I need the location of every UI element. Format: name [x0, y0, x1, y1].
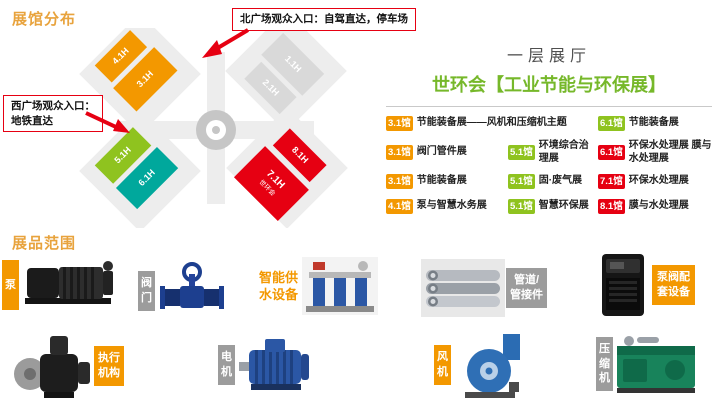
- hall-badge: 7.1馆: [598, 173, 625, 190]
- hall-badge: 6.1馆: [598, 144, 625, 161]
- hall-group-se: 7.1H 世环会 8.1H: [233, 128, 327, 222]
- north-entrance-callout: 北广场观众入口：自驾直达，停车场: [232, 8, 416, 31]
- venue-map: 4.1H 3.1H 2.1H 1.1H 5.1H 6.1H 7.1H 世环会: [79, 28, 348, 228]
- legend-label: 阀门管件展: [416, 146, 467, 158]
- hall-group-sw: 5.1H 6.1H: [94, 127, 179, 210]
- product-label: 智能供水设备: [259, 270, 299, 302]
- legend-label: 节能装备展——风机和压缩机主题: [416, 117, 567, 129]
- legend-item: 7.1馆 环保水处理展: [598, 173, 712, 190]
- legend-item: 3.1馆 节能装备展: [386, 173, 508, 190]
- floor-panel: 一层展厅 世环会【工业节能与环保展】 3.1馆 节能装备展——风机和压缩机主题 …: [386, 42, 712, 215]
- section-title-halls: 展馆分布: [12, 11, 77, 28]
- section-title-products: 展品范围: [12, 235, 77, 252]
- legend-item: 3.1馆 节能装备展——风机和压缩机主题: [386, 115, 598, 132]
- pump-image: [25, 261, 113, 304]
- expo-heading: 世环会【工业节能与环保展】: [432, 75, 666, 95]
- legend-item: 6.1馆 环保水处理展 膜与水处理展: [598, 140, 712, 165]
- motor-image: [239, 339, 309, 390]
- hall-21: [244, 61, 297, 115]
- legend-item: 5.1馆 环境综合治理展: [508, 140, 598, 165]
- panel-divider: [386, 106, 712, 107]
- legend-item: 4.1馆 泵与智慧水务展: [386, 198, 508, 215]
- product-label: 风机: [434, 345, 451, 385]
- pipes-image: [421, 259, 505, 317]
- compressor-image: [617, 336, 695, 393]
- hall-71: [233, 146, 309, 222]
- product-label: 管道/管接件: [506, 268, 547, 308]
- legend-item: 5.1馆 固·废气展: [508, 173, 598, 190]
- hall-group-ne: 2.1H 1.1H: [244, 32, 325, 115]
- product-fan: 风机: [434, 330, 531, 400]
- product-label: 压缩机: [596, 336, 613, 392]
- hall-badge: 6.1馆: [598, 115, 625, 132]
- product-valve: 阀门: [138, 262, 229, 320]
- product-pipes: 管道/管接件: [420, 258, 547, 318]
- hall-81: [272, 128, 327, 183]
- hall-51: [94, 127, 152, 184]
- legend-label: 环保水处理展: [628, 175, 689, 187]
- product-pump-valve-accessories: 泵阀配套设备: [594, 252, 695, 318]
- legend-item: 3.1馆 阀门管件展: [386, 140, 508, 165]
- legend-label: 智慧环保展: [538, 200, 589, 212]
- product-label: 泵: [2, 259, 19, 311]
- product-label: 电机: [218, 345, 235, 385]
- vfd-image: [602, 254, 644, 316]
- legend-item: 8.1馆 膜与水处理展: [598, 198, 712, 215]
- product-motor: 电机: [218, 334, 319, 396]
- legend-label: 固·废气展: [538, 175, 583, 187]
- hall-legend: 3.1馆 节能装备展——风机和压缩机主题 6.1馆 节能装备展 3.1馆 阀门管…: [386, 115, 712, 215]
- west-arrow: [85, 111, 130, 133]
- legend-item: 6.1馆 节能装备展: [598, 115, 712, 132]
- legend-item: 5.1馆 智慧环保展: [508, 198, 598, 215]
- product-pump: 泵: [2, 254, 119, 316]
- legend-label: 环境综合治理展: [538, 140, 589, 164]
- product-compressor: 压缩机: [596, 332, 699, 396]
- legend-label: 节能装备展: [416, 175, 467, 187]
- hall-61: [115, 146, 179, 210]
- hall-badge: 5.1馆: [508, 173, 535, 190]
- water-supply-image: [302, 257, 378, 315]
- product-label: 执行机构: [94, 346, 124, 386]
- actuator-image: [14, 336, 90, 398]
- north-arrow: [202, 28, 250, 58]
- hall-badge: 3.1馆: [386, 173, 413, 190]
- legend-label: 环保水处理展 膜与水处理展: [628, 140, 712, 164]
- hall-badge: 8.1馆: [598, 198, 625, 215]
- fan-image: [465, 334, 520, 398]
- legend-label: 膜与水处理展: [628, 200, 689, 212]
- hall-41: [94, 30, 148, 83]
- legend-label: 节能装备展: [628, 117, 679, 129]
- hall-badge: 3.1馆: [386, 144, 413, 161]
- hall-group-nw: 4.1H 3.1H: [94, 30, 178, 112]
- map-center-circle: [196, 110, 236, 150]
- product-label: 阀门: [138, 271, 155, 311]
- hall-31: [113, 47, 178, 112]
- product-label: 泵阀配套设备: [652, 265, 695, 305]
- valve-image: [160, 262, 224, 309]
- product-water-supply: 智能供水设备: [256, 256, 379, 318]
- hall-badge: 3.1馆: [386, 115, 413, 132]
- hall-11: [261, 32, 325, 96]
- hall-badge: 5.1馆: [508, 198, 535, 215]
- hall-badge: 4.1馆: [386, 198, 413, 215]
- product-actuator: 执行机构: [6, 330, 124, 402]
- hall-badge: 5.1馆: [508, 144, 535, 161]
- floor-heading: 一层展厅: [506, 48, 591, 65]
- legend-label: 泵与智慧水务展: [416, 200, 487, 212]
